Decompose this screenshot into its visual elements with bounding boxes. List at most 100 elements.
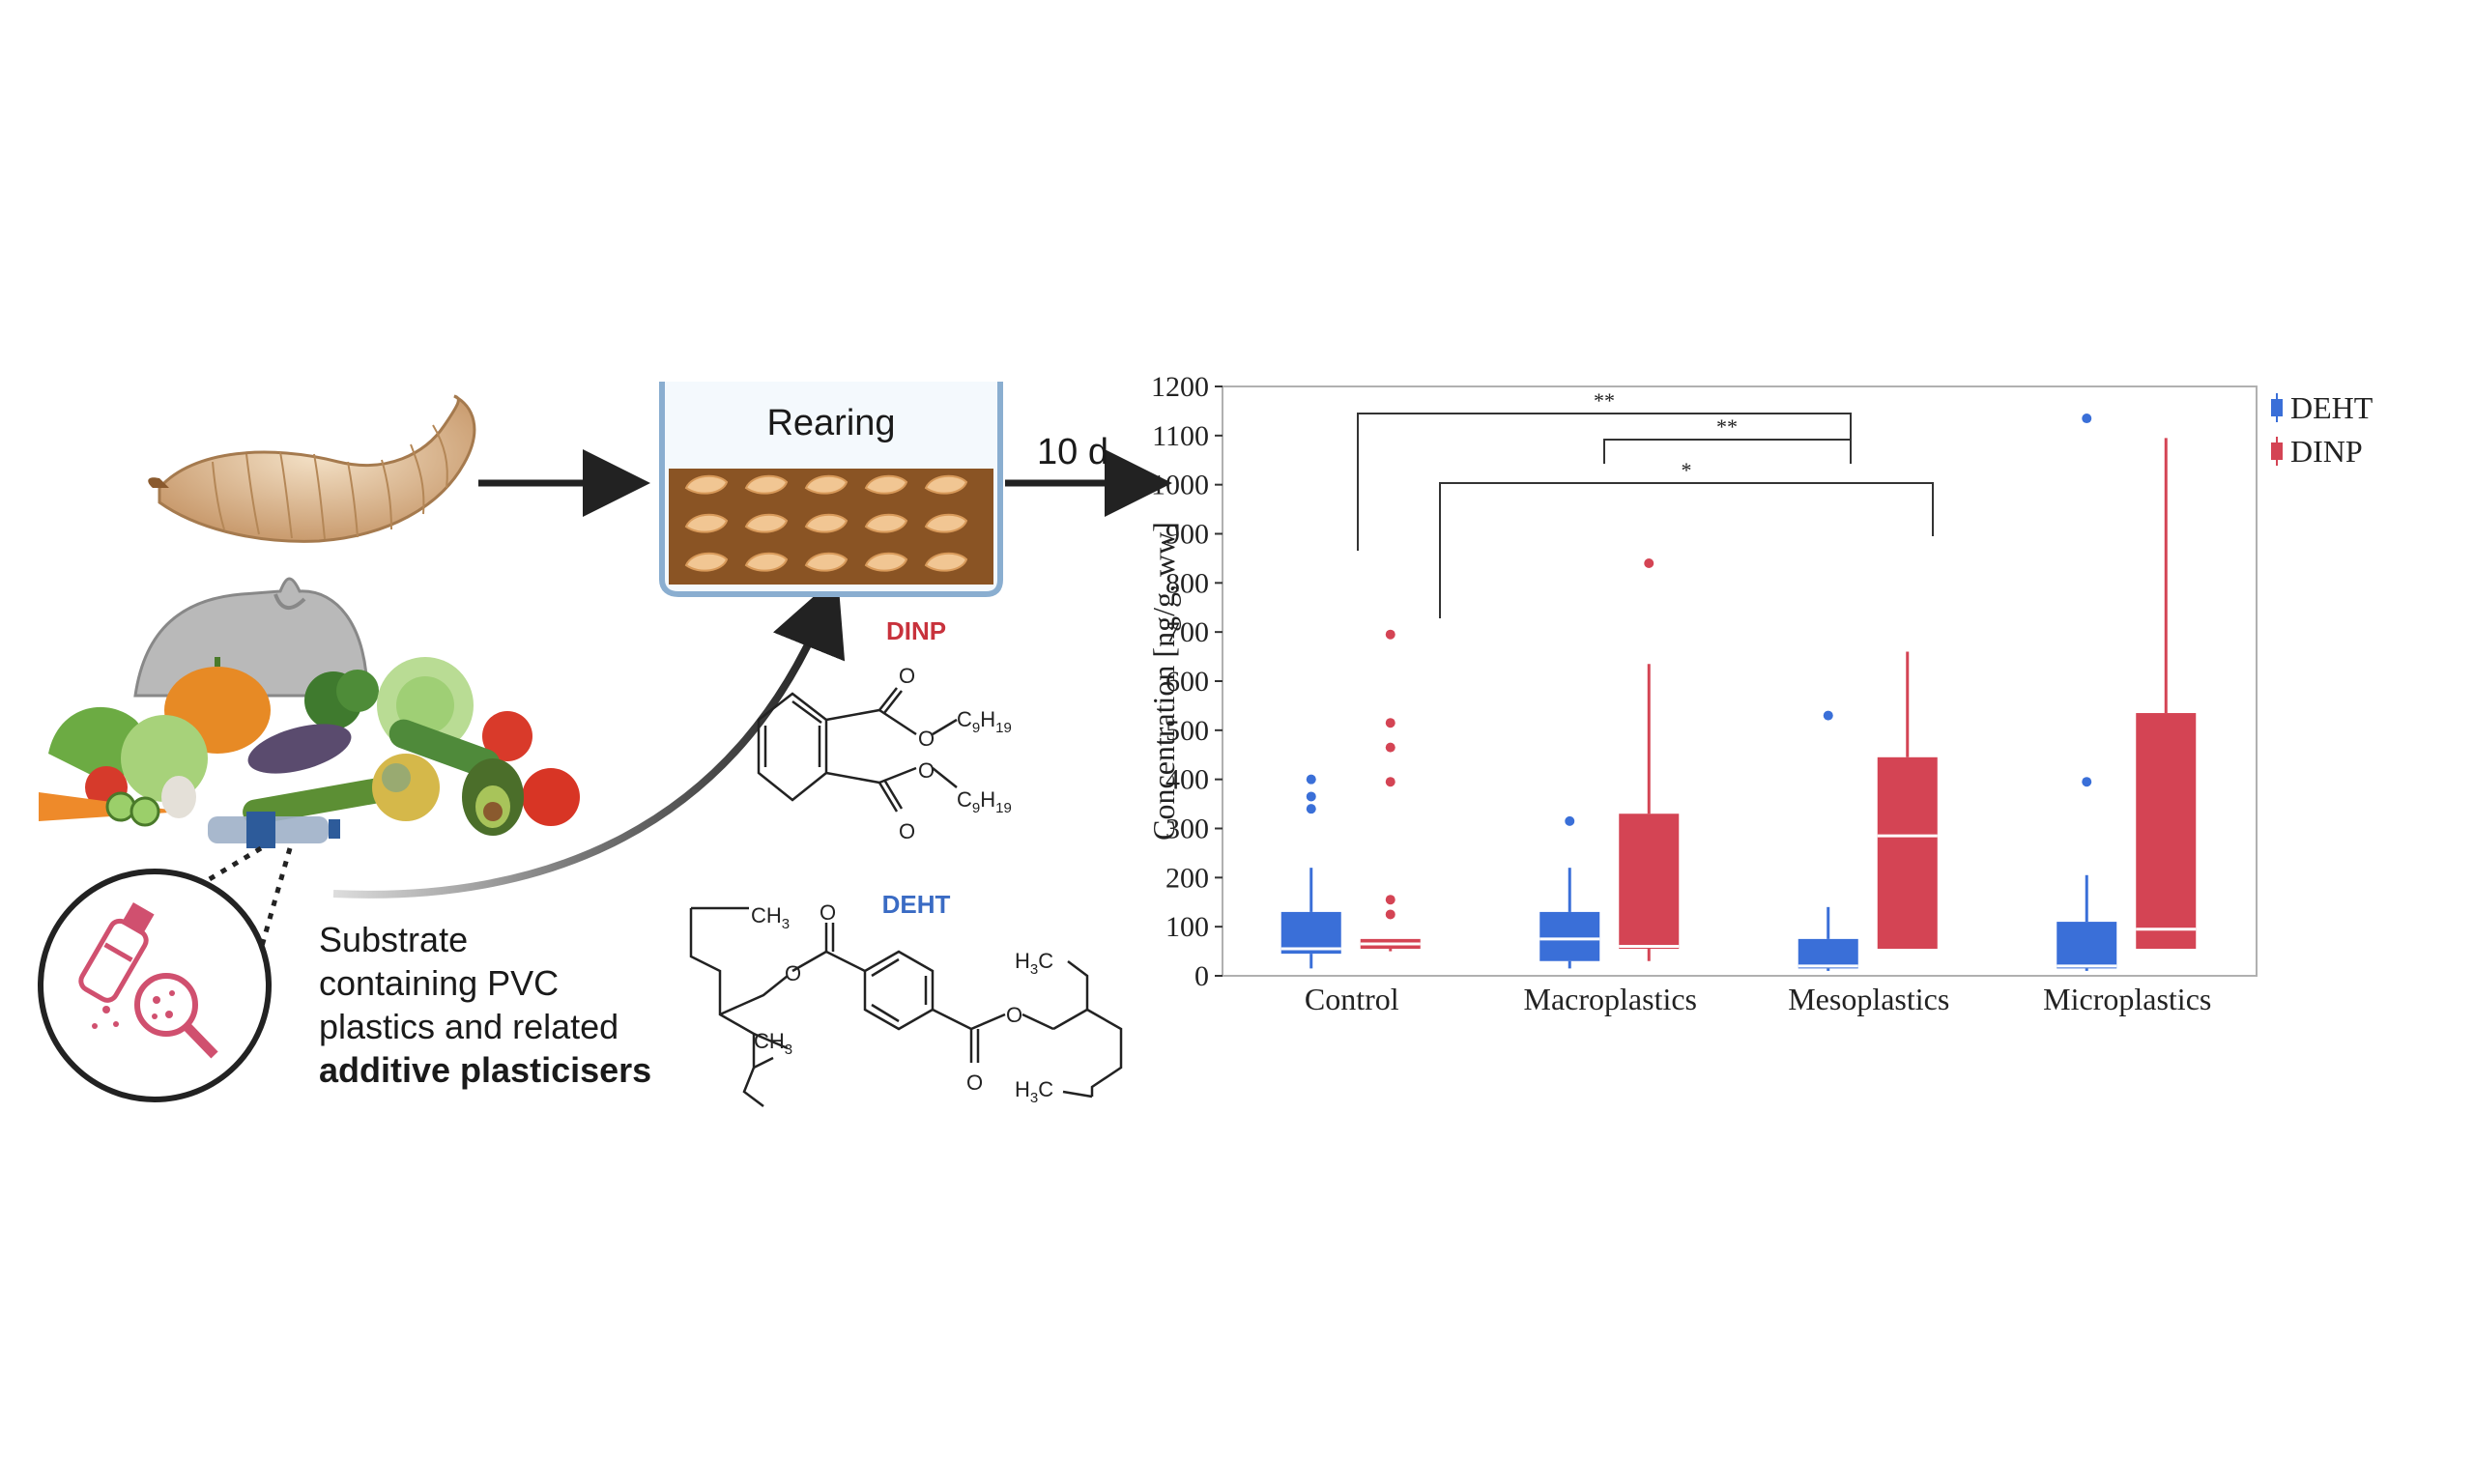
y-tick-label: 200 [1165, 862, 1209, 894]
larvae-in-substrate [684, 474, 968, 572]
larva-icon [804, 474, 849, 495]
outlier-point [1385, 718, 1395, 728]
outlier-point [1306, 804, 1316, 814]
box [1619, 813, 1680, 950]
deht-o-2: O [785, 961, 801, 985]
deht-h3c-bottom: H3C [1015, 1077, 1053, 1106]
larva-icon [744, 474, 789, 495]
outlier-point [1644, 558, 1654, 568]
deht-ch3-top: CH3 [751, 903, 790, 932]
rearing-label: Rearing [766, 403, 895, 443]
significance-brackets: ***** [1357, 388, 1934, 618]
significance-label: ** [1594, 388, 1615, 413]
box [1539, 911, 1600, 961]
substrate-line-2: containing PVC [319, 963, 559, 1003]
outlier-point [1385, 742, 1395, 753]
deht-structure: DEHT CH3 CH3 O O O [689, 890, 1123, 1107]
dinp-o-bottom: O [899, 819, 915, 843]
larva-icon [864, 552, 908, 572]
deht-h3c-top: H3C [1015, 949, 1053, 978]
outlier-point [1823, 710, 1833, 721]
dinp-o-ester-top: O [918, 727, 935, 751]
arrow-substrate-to-rearing [332, 575, 846, 899]
outlier-point [1385, 895, 1395, 905]
concentration-boxplot: 0 100 200 300 400 500 600 700 800 900 1000 1100 1200… [1146, 371, 2373, 1016]
larva-icon [924, 552, 968, 572]
box [1280, 911, 1341, 955]
y-tick-label: 1100 [1152, 420, 1209, 452]
y-tick-label: 1000 [1151, 470, 1209, 501]
y-tick-label: 500 [1165, 715, 1209, 747]
box [1877, 756, 1938, 950]
larva-icon [684, 474, 729, 495]
dinp-chain-bottom: C9H19 [957, 787, 1012, 816]
legend-label: DEHT [2290, 390, 2373, 425]
deht-ch3-bottom: CH3 [754, 1029, 792, 1058]
magnifying-glass-icon [134, 973, 218, 1059]
box [1798, 938, 1858, 969]
dinp-o-top: O [899, 664, 915, 688]
deht-label: DEHT [882, 890, 951, 919]
deht-o-3: O [966, 1070, 983, 1095]
larva-icon [744, 552, 789, 572]
box [2136, 713, 2197, 950]
larva-icon [924, 474, 968, 495]
series-deht [1280, 414, 2117, 971]
rearing-container: Rearing [659, 382, 1003, 597]
substrate-line-1: Substrate [319, 920, 468, 959]
duration-label: 10 d [1037, 432, 1108, 472]
larva-icon [744, 513, 789, 533]
y-axis: 0 100 200 300 400 500 600 700 800 900 1000 1100 1200 [1151, 371, 1223, 992]
larva-icon [804, 513, 849, 533]
y-tick-label: 800 [1165, 567, 1209, 599]
x-tick-label: Microplastics [2043, 982, 2211, 1016]
significance-label: * [1682, 458, 1692, 482]
significance-bracket [1439, 482, 1934, 618]
microplastic-zoom-circle [38, 869, 272, 1102]
substrate-description: Substrate containing PVC plastics and re… [319, 920, 651, 1090]
larva-icon [864, 513, 908, 533]
significance-label: ** [1716, 414, 1738, 439]
food-waste-illustration [39, 577, 580, 848]
y-tick-label: 400 [1165, 764, 1209, 796]
larva-icon [684, 552, 729, 572]
dinp-o-ester-bottom: O [918, 758, 935, 783]
significance-bracket [1357, 413, 1852, 551]
larva-icon [864, 474, 908, 495]
y-axis-label: Concentration [ng/g, ww] [1146, 522, 1181, 841]
outlier-point [1385, 909, 1395, 920]
x-tick-label: Macroplastics [1524, 982, 1698, 1016]
legend-label: DINP [2290, 434, 2363, 469]
outlier-point [2082, 414, 2092, 424]
larva-icon [924, 513, 968, 533]
deht-o-4: O [1006, 1003, 1022, 1027]
larva-illustration [148, 394, 476, 543]
plot-frame [1222, 385, 2258, 977]
series-dinp [1360, 438, 2197, 961]
dinp-chain-top: C9H19 [957, 707, 1012, 736]
deht-o-1: O [820, 900, 836, 925]
plastic-bottle-icon [78, 901, 155, 1003]
substrate-line-4: additive plasticisers [319, 1050, 651, 1090]
x-tick-label: Mesoplastics [1788, 982, 1949, 1016]
y-tick-label: 700 [1165, 616, 1209, 648]
y-tick-label: 0 [1194, 960, 1209, 992]
x-tick-label: Control [1305, 982, 1399, 1016]
y-tick-label: 300 [1165, 813, 1209, 845]
outlier-point [1385, 777, 1395, 787]
larva-icon [684, 513, 729, 533]
outlier-point [1385, 629, 1395, 640]
outlier-point [1306, 774, 1316, 785]
y-tick-label: 600 [1165, 666, 1209, 698]
box [2057, 922, 2117, 969]
y-tick-label: 100 [1165, 911, 1209, 943]
y-tick-label: 900 [1165, 519, 1209, 551]
dinp-label: DINP [886, 616, 946, 645]
legend: DEHT DINP [2271, 390, 2373, 469]
outlier-point [1565, 815, 1575, 826]
y-tick-label: 1200 [1151, 371, 1209, 403]
x-axis-labels: Control Macroplastics Mesoplastics Micropla… [1305, 982, 2211, 1016]
larva-icon [804, 552, 849, 572]
box-series [1280, 414, 2197, 971]
